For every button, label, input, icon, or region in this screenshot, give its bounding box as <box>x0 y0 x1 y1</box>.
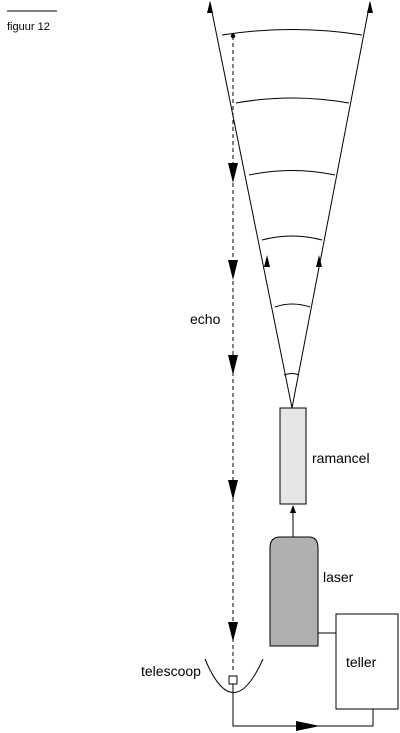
telescoop-label: telescoop <box>141 663 201 679</box>
detector-teller-arrow <box>296 721 320 731</box>
figure-caption: figuur 12 <box>7 21 50 33</box>
echo-arrow-4 <box>228 480 238 500</box>
wavefront-1 <box>283 373 300 376</box>
laser-label: laser <box>323 569 354 585</box>
echo-arrowheads <box>228 163 238 642</box>
beam-arrowheads <box>207 1 373 267</box>
echo-arrow-5 <box>228 622 238 642</box>
laser-beam <box>209 1 371 409</box>
teller-box <box>335 613 399 710</box>
arrow-beam-left-mid <box>264 255 270 267</box>
wavefront-5 <box>235 97 350 104</box>
telescope-mirror <box>204 658 264 693</box>
echo-arrow-2 <box>228 260 238 280</box>
laser-to-ramancel-arrow <box>290 505 296 513</box>
telescope-detector <box>228 675 238 685</box>
ramancel-label: ramancel <box>312 450 370 466</box>
laser-box <box>269 536 319 647</box>
wavefront-6 <box>221 29 363 36</box>
teller-label: teller <box>346 654 377 670</box>
echo-label: echo <box>190 311 221 327</box>
beam-right-edge <box>291 1 371 409</box>
echo-arrow-3 <box>228 355 238 375</box>
arrow-beam-left-top <box>207 1 213 13</box>
arrow-beam-right-top <box>367 1 373 13</box>
wavefront-2 <box>274 303 311 308</box>
wavefront-4 <box>248 170 336 176</box>
arrow-beam-right-mid <box>316 255 322 267</box>
echo-arrow-1 <box>228 163 238 183</box>
wavefront-3 <box>261 235 323 241</box>
ramancel-box <box>279 407 307 505</box>
echo-origin-dot <box>230 33 236 39</box>
beam-left-edge <box>209 1 293 409</box>
